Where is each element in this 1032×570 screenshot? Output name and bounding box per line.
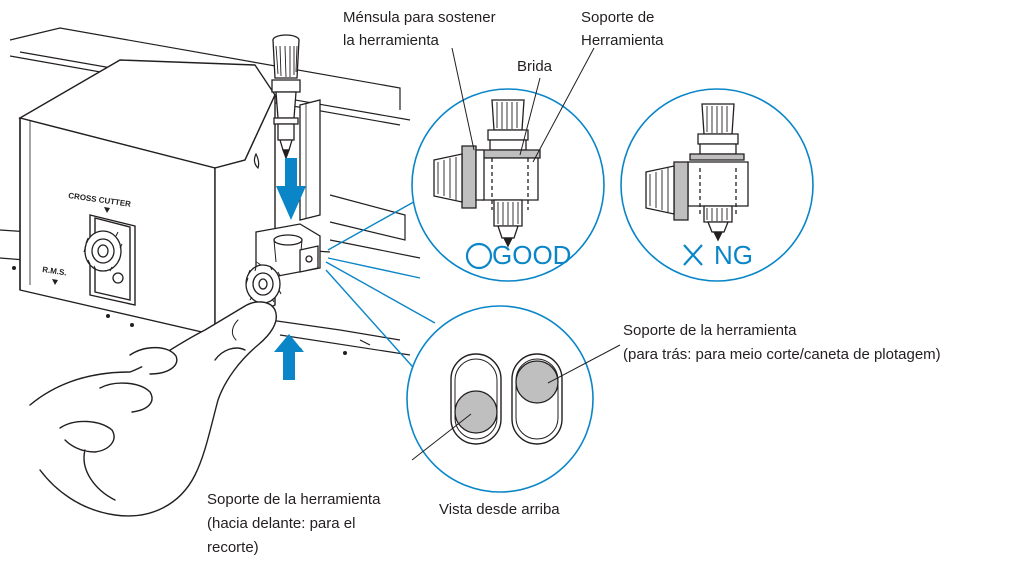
arrow-up-icon bbox=[274, 334, 304, 380]
cross-icon bbox=[683, 244, 703, 266]
rear-label-line1: Soporte de la herramienta bbox=[623, 322, 797, 339]
ng-label: NG bbox=[714, 240, 753, 270]
front-label-line1: Soporte de la herramienta bbox=[207, 491, 381, 508]
front-label-line3: recorte) bbox=[207, 539, 259, 556]
front-label-line2: (hacia delante: para el bbox=[207, 515, 356, 532]
rms-label: R.M.S. bbox=[42, 265, 67, 277]
top-view-detail bbox=[406, 305, 594, 493]
leader-lines bbox=[411, 47, 621, 461]
hand bbox=[29, 301, 277, 517]
logo-mark-icon bbox=[253, 152, 260, 170]
rear-position-disc bbox=[515, 360, 559, 404]
front-position-disc bbox=[454, 390, 498, 434]
cross-cutter-knob bbox=[83, 230, 124, 284]
circle-icon bbox=[465, 242, 493, 270]
rms-marker-icon bbox=[52, 279, 58, 285]
good-label: GOOD bbox=[492, 240, 572, 270]
carriage-body bbox=[18, 59, 276, 337]
flange-label: Brida bbox=[517, 58, 553, 75]
carriage-holder-column bbox=[299, 99, 321, 221]
tool-pen bbox=[271, 34, 301, 160]
rear-label-line2: (para trás: para meio corte/caneta de pl… bbox=[623, 346, 941, 363]
ng-detail bbox=[620, 88, 814, 282]
holder-label-line2: Herramienta bbox=[581, 32, 664, 49]
holder-knob bbox=[245, 264, 282, 304]
bracket-label-line2: la herramienta bbox=[343, 32, 439, 49]
cross-cutter-marker-icon bbox=[104, 207, 110, 213]
bracket-label-line1: Ménsula para sostener bbox=[343, 9, 496, 26]
top-view-label: Vista desde arriba bbox=[439, 501, 560, 518]
holder-label-line1: Soporte de bbox=[581, 9, 655, 26]
callout-lines bbox=[325, 189, 436, 376]
arrow-down-icon bbox=[276, 158, 306, 220]
good-detail bbox=[411, 88, 605, 282]
